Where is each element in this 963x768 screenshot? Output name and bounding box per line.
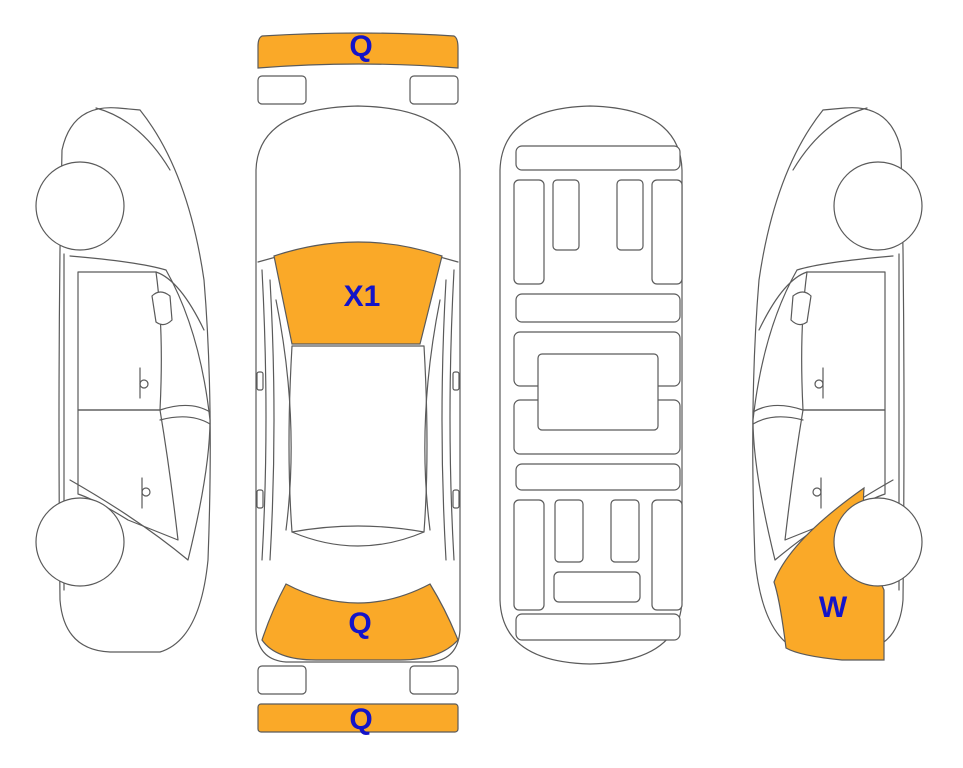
right-rear-quarter-code: W	[819, 591, 848, 624]
left-taillight	[257, 665, 307, 695]
left-front-wheel	[35, 161, 125, 251]
right-rear-wheel	[833, 497, 923, 587]
rear-window-code: Q	[348, 607, 371, 640]
left-side-view	[35, 107, 211, 653]
rear-bumper-code: Q	[349, 703, 372, 736]
right-taillight	[409, 665, 459, 695]
windshield-panel[interactable]	[273, 241, 443, 345]
right-front-wheel	[833, 161, 923, 251]
right-headlight	[409, 75, 459, 105]
top-view	[255, 32, 461, 733]
top-body-outline	[255, 105, 461, 663]
rear-bumper-panel[interactable]	[257, 703, 459, 733]
left-rear-wheel	[35, 497, 125, 587]
rear-window-panel[interactable]	[261, 583, 459, 661]
left-headlight	[257, 75, 307, 105]
windshield-code: X1	[344, 280, 381, 313]
right-side-view	[752, 107, 923, 661]
front-bumper-panel[interactable]	[257, 32, 459, 69]
underside-view	[499, 105, 683, 665]
front-bumper-code: Q	[349, 30, 372, 63]
